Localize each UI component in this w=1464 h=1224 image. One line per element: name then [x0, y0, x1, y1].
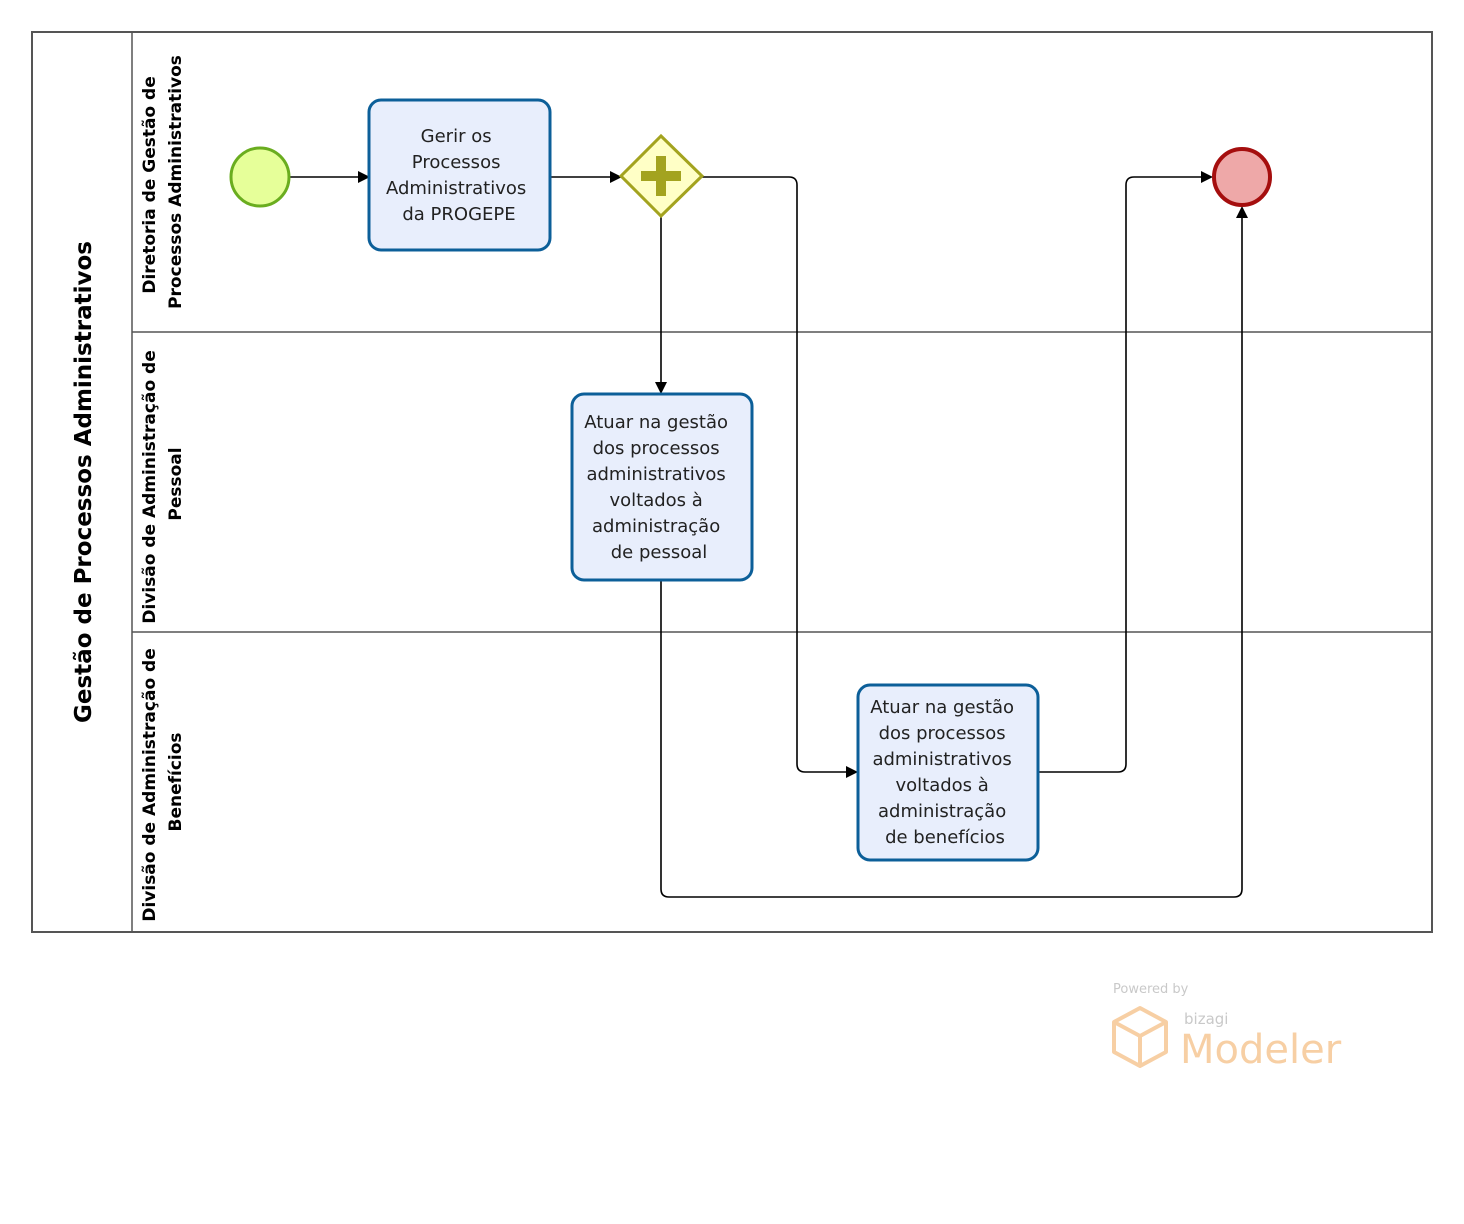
lane-beneficios: Divisão de Administração de Benefícios — [140, 642, 186, 921]
bizagi-cube-icon — [1112, 1006, 1168, 1068]
sequence-flows — [290, 171, 1248, 898]
modeler-product-label: Modeler — [1180, 1027, 1342, 1073]
parallel-gateway[interactable] — [618, 133, 705, 219]
end-event[interactable] — [1212, 147, 1272, 207]
flow-gateway-to-task3 — [702, 176, 858, 778]
task-gerir-processos[interactable]: Gerir os Processos Administrativos da PR… — [367, 98, 552, 252]
flow-task3-to-end — [1038, 171, 1213, 773]
lane-title-pessoal: Divisão de Administração de Pessoal — [140, 344, 186, 623]
lane-pessoal: Divisão de Administração de Pessoal — [132, 344, 1432, 633]
plus-icon — [641, 156, 681, 196]
flow-task2-to-end — [660, 206, 1248, 898]
task-gestao-pessoal[interactable]: Atuar na gestão dos processos administra… — [570, 392, 754, 582]
lane-title-diretoria: Diretoria de Gestão de Processos Adminis… — [140, 55, 186, 309]
task-gerir-processos-label: Gerir os Processos Administrativos da PR… — [386, 126, 532, 225]
bizagi-brand-label: bizagi — [1184, 1010, 1228, 1028]
task-gestao-pessoal-label: Atuar na gestão dos processos administra… — [584, 412, 734, 563]
task-gestao-beneficios[interactable]: Atuar na gestão dos processos administra… — [856, 683, 1040, 862]
task-gestao-beneficios-label: Atuar na gestão dos processos administra… — [870, 697, 1020, 848]
bizagi-watermark: Powered by bizagi Modeler — [1112, 982, 1342, 1073]
powered-by-label: Powered by — [1113, 982, 1189, 997]
lane-diretoria: Diretoria de Gestão de Processos Adminis… — [132, 55, 1432, 333]
lane-title-beneficios: Divisão de Administração de Benefícios — [140, 642, 186, 921]
start-event[interactable] — [229, 146, 291, 208]
pool-title: Gestão de Processos Administrativos — [71, 241, 97, 723]
